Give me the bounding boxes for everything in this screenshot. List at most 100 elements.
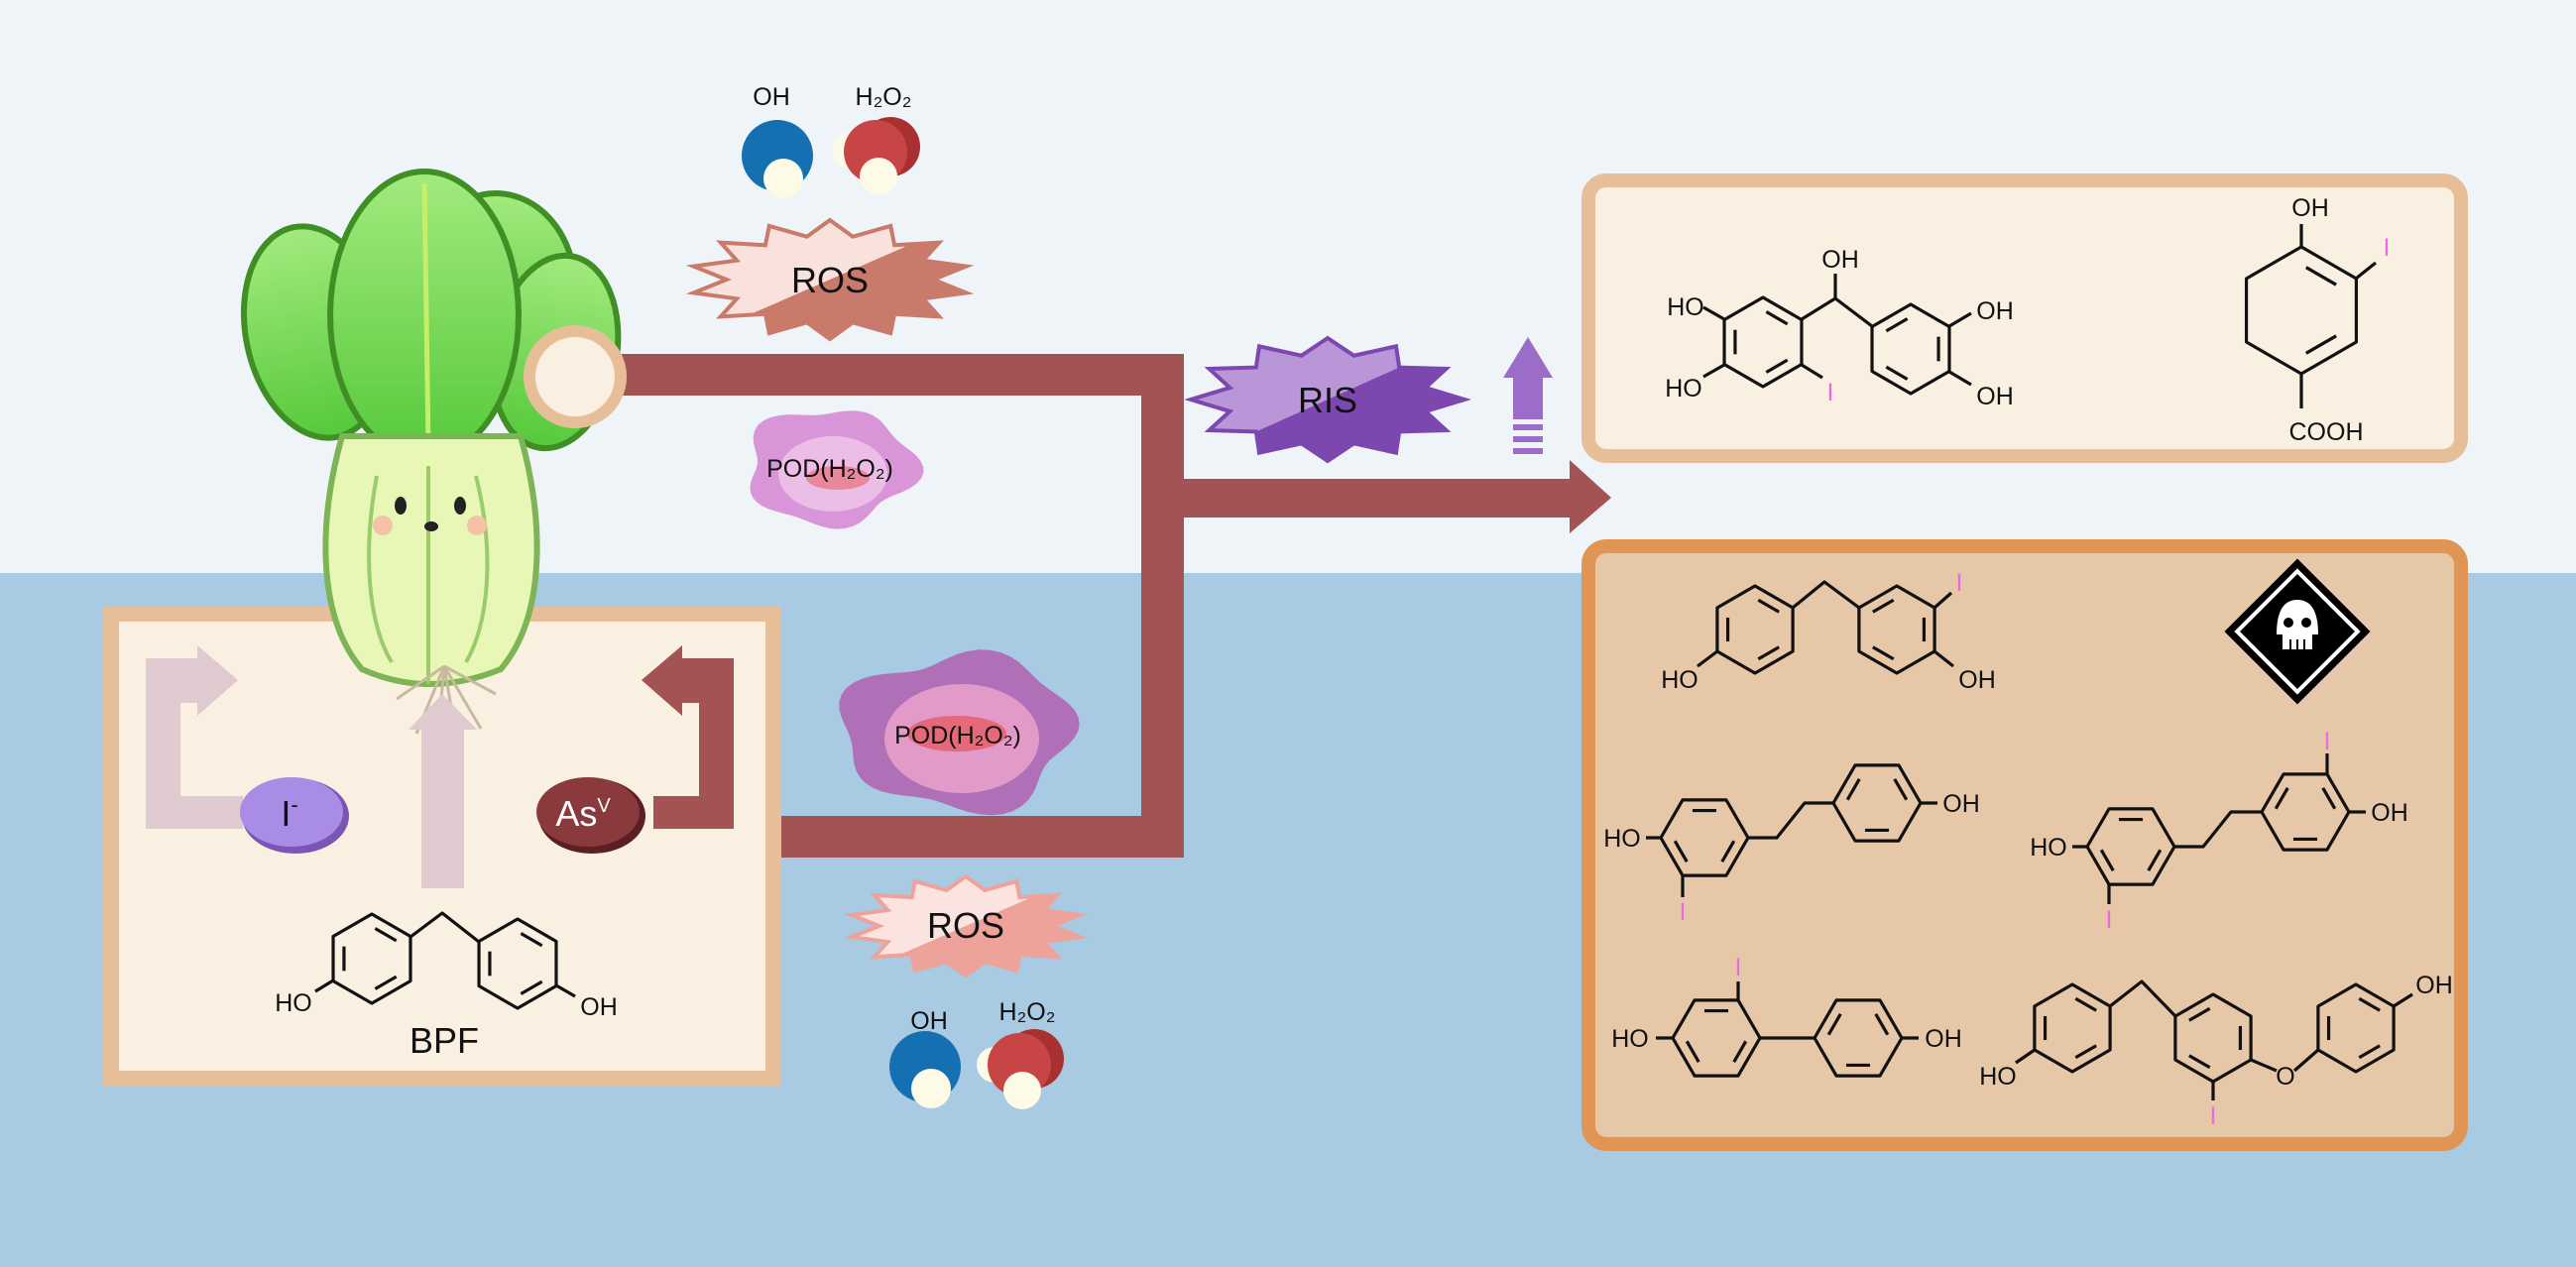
svg-text:OH: OH (580, 993, 618, 1021)
bottom-ros-species: OH H₂O₂ (889, 998, 1064, 1109)
double-bond (2304, 334, 2337, 355)
svg-text:HO: HO (275, 989, 312, 1017)
hydroxyl-molecule-icon (742, 120, 813, 198)
svg-text:OH: OH (1976, 297, 2014, 325)
double-bond (2358, 1044, 2381, 1060)
svg-text:OH: OH (1821, 246, 1859, 274)
double-bond (2304, 266, 2337, 287)
bok-choy-plant (240, 169, 622, 754)
bpf-label: BPF (410, 1020, 479, 1061)
svg-text:OH: OH (2371, 799, 2408, 827)
double-bond (2147, 849, 2163, 871)
svg-text:HO: HO (1603, 825, 1641, 853)
svg-text:RIS: RIS (1298, 380, 1357, 420)
svg-text:HO: HO (1665, 375, 1702, 403)
svg-text:HO: HO (1661, 666, 1698, 694)
svg-text:I: I (2210, 1102, 2217, 1130)
leaf-sampling-marker (524, 325, 627, 428)
svg-text:I-: I- (281, 792, 297, 834)
molecule-ring (1722, 295, 1804, 389)
product-molecule: HO O OH I (1979, 972, 2453, 1130)
double-bond (2321, 787, 2337, 810)
double-bond (1885, 365, 1909, 381)
svg-text:ROS: ROS (791, 260, 869, 300)
svg-text:I: I (1735, 954, 1742, 981)
low-toxicity-products-box (1581, 173, 2468, 463)
peroxide-molecule-icon (977, 1029, 1064, 1109)
ris-burst: RIS (1184, 335, 1471, 464)
double-bond (2188, 1006, 2211, 1022)
product-molecule: HO OH I (1661, 569, 1996, 694)
plant-mouth (424, 521, 438, 531)
double-bond (1720, 840, 1736, 863)
svg-text:I: I (1680, 898, 1687, 926)
iodide-ion: I- (240, 777, 349, 854)
double-bond (1673, 840, 1689, 863)
svg-text:I: I (2384, 234, 2391, 262)
double-bond (1826, 1013, 1842, 1036)
product-molecule: OH I COOH (2244, 194, 2391, 446)
svg-text:OH: OH (1925, 1025, 1962, 1053)
double-bond (520, 932, 543, 948)
pod-enzyme-bottom: POD(H₂O₂) (839, 649, 1080, 816)
molecule-ring (1870, 302, 1951, 396)
svg-text:POD(H₂O₂): POD(H₂O₂) (894, 722, 1021, 749)
hydroxyl-molecule-icon (889, 1031, 961, 1108)
double-bond (1757, 645, 1780, 661)
double-bond (1765, 358, 1789, 374)
product-molecule: HO OH I (1611, 954, 1962, 1078)
increase-arrow-icon (1503, 337, 1553, 454)
svg-text:H₂O₂: H₂O₂ (999, 998, 1056, 1026)
double-bond (520, 979, 543, 995)
svg-text:OH: OH (1958, 666, 1996, 694)
double-bond (1874, 1013, 1890, 1036)
double-bond (1893, 778, 1909, 801)
double-bond (2358, 996, 2381, 1012)
peroxide-molecule-icon (833, 117, 920, 195)
double-bond (1845, 778, 1861, 801)
svg-text:AsV: AsV (555, 793, 611, 834)
double-bond (374, 975, 398, 990)
double-bond (2074, 996, 2097, 1012)
svg-text:POD(H₂O₂): POD(H₂O₂) (766, 455, 893, 483)
double-bond (1685, 1040, 1700, 1063)
pod-enzyme-top: POD(H₂O₂) (750, 410, 924, 529)
svg-text:H₂O₂: H₂O₂ (856, 83, 912, 111)
svg-text:I: I (2106, 906, 2113, 934)
double-bond (2188, 1054, 2211, 1070)
svg-text:HO: HO (1667, 293, 1704, 321)
svg-text:OH: OH (753, 83, 790, 111)
svg-text:I: I (2324, 728, 2331, 755)
svg-text:HO: HO (1611, 1025, 1649, 1053)
svg-text:HO: HO (2030, 834, 2067, 862)
svg-text:I: I (1956, 569, 1963, 597)
svg-text:OH: OH (1942, 790, 1980, 818)
double-bond (2099, 849, 2115, 871)
svg-text:I: I (1827, 379, 1834, 406)
double-bond (374, 927, 398, 943)
product-molecule: HO OH I (1603, 763, 1980, 926)
double-bond (1732, 1040, 1748, 1063)
double-bond (1757, 598, 1780, 614)
toxic-products-box (1581, 539, 2468, 1151)
svg-text:OH: OH (2291, 194, 2329, 222)
svg-text:HO: HO (1979, 1063, 2017, 1091)
svg-text:COOH: COOH (2289, 418, 2364, 446)
double-bond (1885, 317, 1909, 333)
bpf-molecule: HO OH BPF (275, 911, 618, 1061)
svg-text:OH: OH (910, 1007, 948, 1035)
plant-eye-left (395, 497, 407, 515)
plant-eye-right (454, 497, 466, 515)
arrow-to-products (1570, 460, 1611, 533)
transport-pathway (620, 354, 1611, 858)
double-bond (2074, 1044, 2097, 1060)
arsenate-uptake-arrow (642, 645, 734, 829)
double-bond (1872, 598, 1895, 614)
product-molecule: HO OH I I (2030, 728, 2408, 934)
bpf-uptake-arrow (409, 694, 477, 888)
skull-hazard-icon (2224, 558, 2371, 705)
svg-text:OH: OH (2415, 972, 2453, 999)
top-ros-species: OH H₂O₂ (742, 83, 920, 198)
double-bond (1765, 310, 1789, 326)
